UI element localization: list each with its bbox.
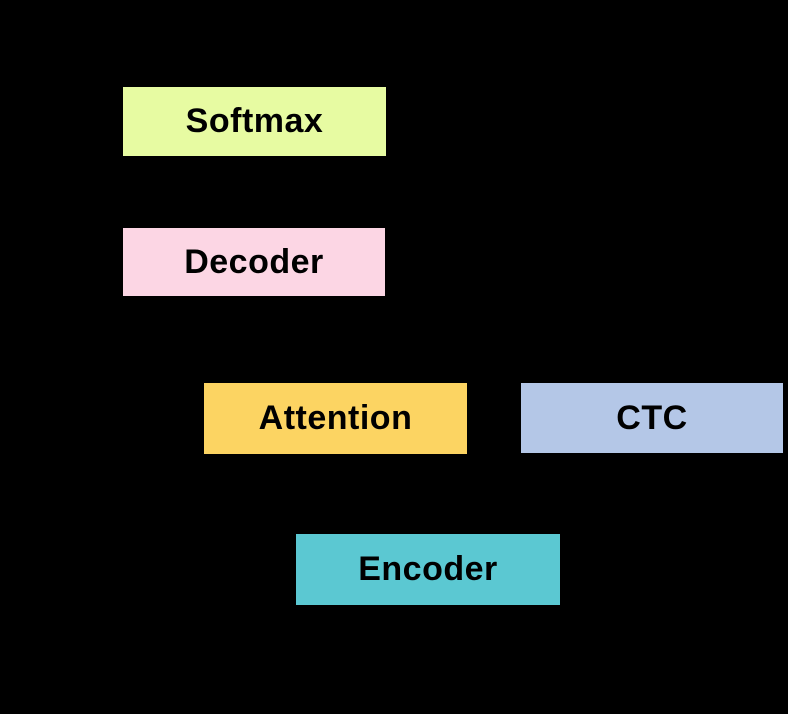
node-decoder: Decoder [123,228,385,296]
node-softmax-label: Softmax [185,102,324,140]
node-attention-label: Attention [258,399,413,437]
node-encoder-label: Encoder [358,550,498,588]
node-encoder: Encoder [296,534,560,605]
node-ctc: CTC [521,383,783,453]
node-attention: Attention [204,383,467,454]
node-decoder-label: Decoder [184,242,324,281]
node-softmax: Softmax [123,87,386,156]
node-ctc-label: CTC [616,398,688,437]
